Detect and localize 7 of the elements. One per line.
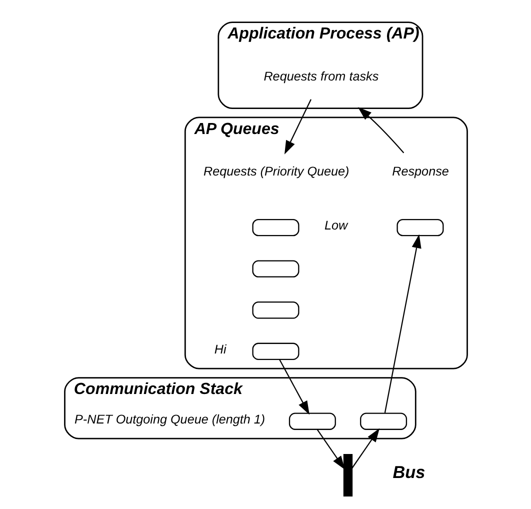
node-label: Hi [214,342,226,356]
node-text: Response [392,164,448,179]
node-label: Low [324,218,348,233]
node-text: Requests (Priority Queue) [203,164,349,179]
node-text: Requests from tasks [263,70,378,84]
node-label: P-NET Outgoing Queue (length 1) [74,412,265,426]
node-label: Bus [392,462,425,482]
